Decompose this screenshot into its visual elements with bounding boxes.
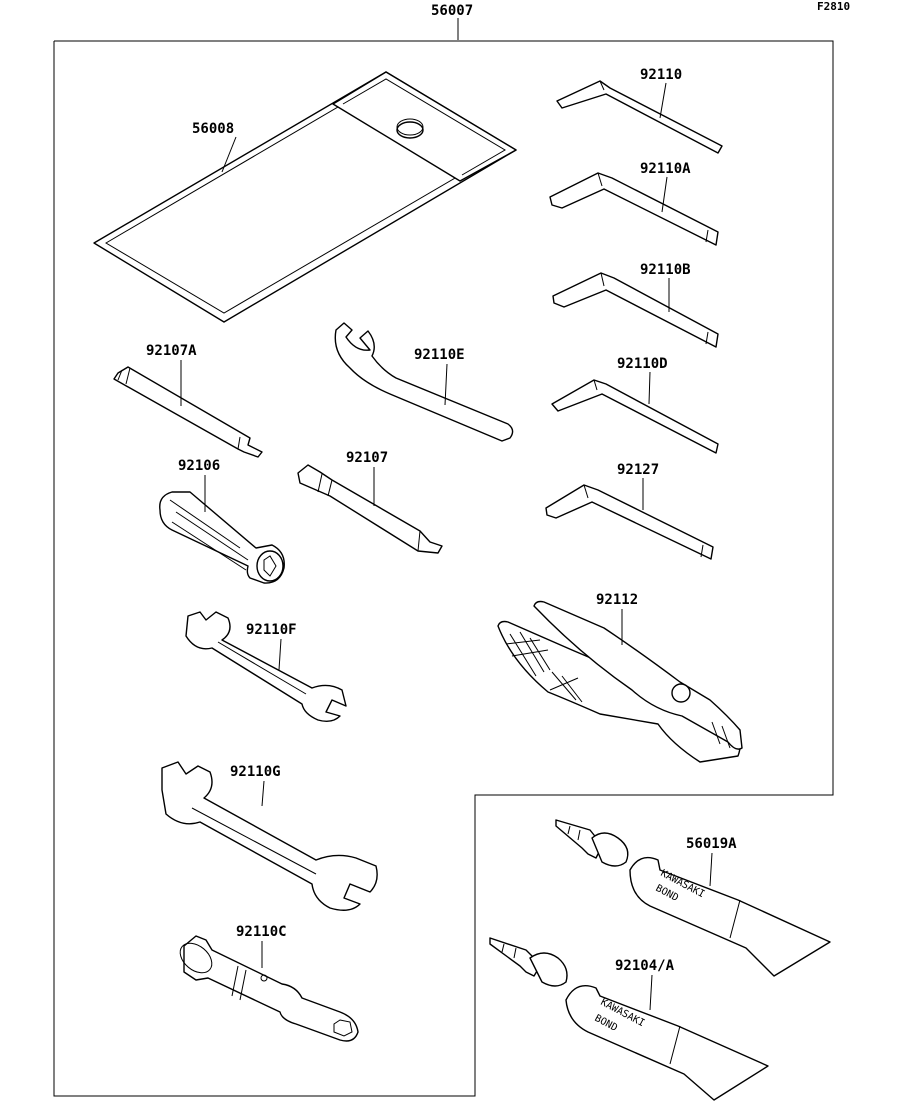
- leader-hook-spanner: [444, 363, 448, 406]
- leader-tool-bag: [221, 136, 237, 173]
- part-label-hex-wrench-3: 92110B: [640, 262, 691, 278]
- part-label-bond-tube-2: 92104/A: [615, 958, 675, 974]
- screwdriver-92107[interactable]: [297, 464, 443, 554]
- screwdriver-handle-92106[interactable]: [159, 491, 285, 584]
- tool-bag[interactable]: [93, 71, 517, 323]
- leader-hex-wrench-1: [659, 82, 667, 119]
- hex-wrench-92110a[interactable]: [549, 172, 719, 246]
- part-label-hex-wrench-2: 92110A: [640, 161, 691, 177]
- hex-wrench-92110b[interactable]: [552, 272, 719, 348]
- part-label-bond-tube-1: 56019A: [686, 836, 737, 852]
- part-label-hex-wrench-5: 92127: [617, 462, 659, 478]
- part-label-hex-wrench-4: 92110D: [617, 356, 668, 372]
- part-label-screwdriver-short: 92107A: [146, 343, 197, 359]
- leader-hex-wrench-2: [661, 176, 668, 213]
- part-label-screwdriver-long: 92107: [346, 450, 388, 466]
- hook-spanner-92110e[interactable]: [334, 322, 514, 442]
- open-wrench-92110g[interactable]: [161, 761, 378, 911]
- hex-wrench-92110d[interactable]: [551, 379, 719, 454]
- hex-wrench-92110[interactable]: [556, 80, 723, 154]
- assembly-frame: [53, 40, 834, 1097]
- hex-wrench-92127[interactable]: [545, 484, 714, 560]
- figure-id: F2810: [817, 0, 850, 13]
- bond-tube-56019a[interactable]: KAWASAKI BOND: [555, 819, 831, 977]
- assembly-label: 56007: [431, 3, 473, 19]
- open-wrench-92110f[interactable]: [185, 611, 347, 723]
- leader-open-wrench-large: [261, 780, 265, 807]
- screwdriver-92107a[interactable]: [113, 366, 263, 458]
- plug-wrench-92110c[interactable]: [174, 935, 359, 1042]
- bond-tube-92104a[interactable]: KAWASAKI BOND: [489, 937, 769, 1101]
- part-label-pliers: 92112: [596, 592, 638, 608]
- leader-bond-tube-2: [649, 974, 653, 1011]
- leader-hex-wrench-4: [648, 371, 651, 405]
- leader-open-wrench-small: [278, 638, 282, 671]
- part-label-hex-wrench-1: 92110: [640, 67, 682, 83]
- part-label-tool-bag: 56008: [192, 121, 234, 137]
- part-label-open-wrench-small: 92110F: [246, 622, 297, 638]
- part-label-plug-wrench: 92110C: [236, 924, 287, 940]
- part-label-screwdriver-handle: 92106: [178, 458, 220, 474]
- pliers-92112[interactable]: [497, 600, 743, 763]
- leader-bond-tube-1: [709, 852, 713, 887]
- part-label-hook-spanner: 92110E: [414, 347, 465, 363]
- part-label-open-wrench-large: 92110G: [230, 764, 281, 780]
